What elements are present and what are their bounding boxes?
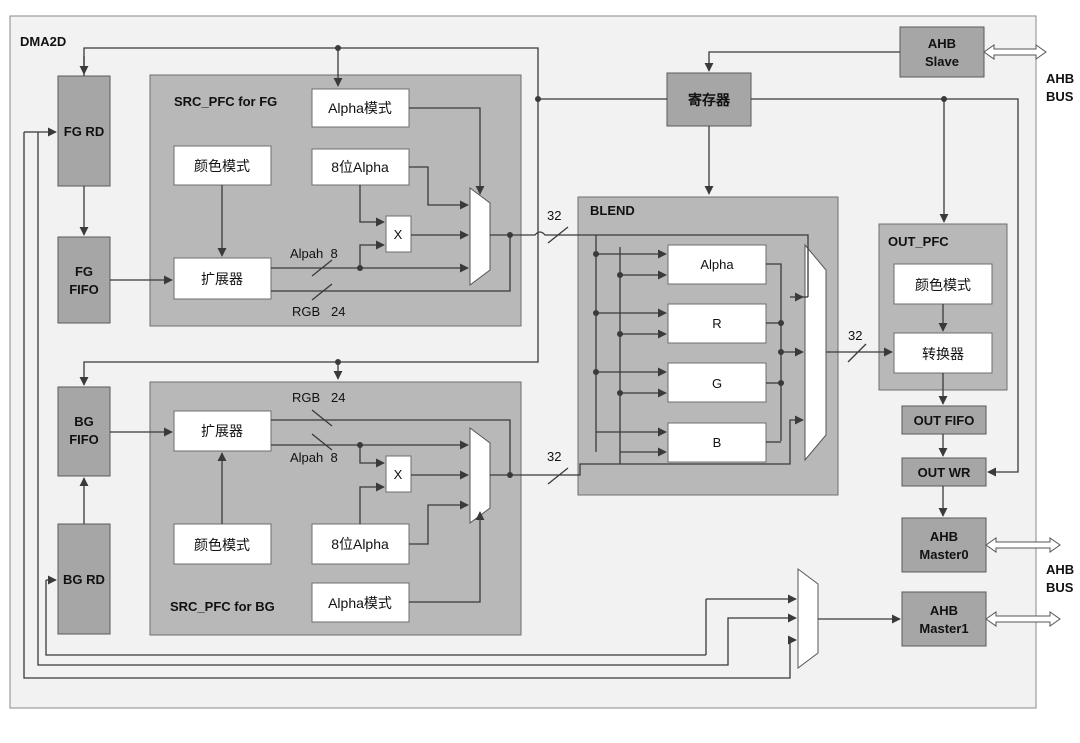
- ahb-slave-label-1: AHB: [928, 36, 956, 51]
- bg-fifo-label-2: FIFO: [69, 432, 99, 447]
- ahb-master0-label-1: AHB: [930, 529, 958, 544]
- bg-8bit-alpha-label: 8位Alpha: [331, 536, 389, 552]
- fg-color-mode-label: 颜色模式: [194, 158, 250, 174]
- fg-mux: [469, 187, 491, 286]
- bg-rgb-width-label: RGB 24: [292, 390, 345, 405]
- top-bus-label-1: AHB: [1046, 71, 1074, 86]
- bus-arrows: [983, 44, 1061, 627]
- bg-alpha-mode-box: [311, 582, 410, 623]
- blend-r-label: R: [712, 316, 721, 331]
- bottom-bus-label-2: BUS: [1046, 580, 1074, 595]
- src-pfc-bg-label: SRC_PFC for BG: [170, 599, 275, 614]
- fg-8bit-alpha-box: [311, 148, 410, 186]
- fg-multiplier-label: X: [394, 227, 403, 242]
- fg-multiplier-box: [385, 215, 412, 253]
- register-label: 寄存器: [688, 92, 731, 108]
- fg-fifo-block: [57, 236, 111, 324]
- out-fifo-label: OUT FIFO: [914, 413, 975, 428]
- bottom-bus-label-1: AHB: [1046, 562, 1074, 577]
- bg-fifo-block: [57, 386, 111, 477]
- fg-8bit-alpha-label: 8位Alpha: [331, 159, 389, 175]
- blend-b-label: B: [713, 435, 722, 450]
- blend-to-out-width-label: 32: [848, 328, 862, 343]
- bg-color-mode-box: [173, 523, 272, 565]
- out-color-mode-label: 颜色模式: [915, 277, 971, 293]
- fg-alpha-mode-label: Alpha模式: [328, 100, 392, 116]
- ahb-master1-label-2: Master1: [919, 621, 968, 636]
- ahb-master1-block: [901, 591, 987, 647]
- ahb-master0-block: [901, 517, 987, 573]
- top-bus-label-2: BUS: [1046, 89, 1074, 104]
- master0-bus-arrow: [985, 537, 1061, 553]
- out-converter-box: [893, 332, 993, 374]
- fg-fifo-label-2: FIFO: [69, 282, 99, 297]
- bg-color-mode-label: 颜色模式: [194, 537, 250, 553]
- bg-expander-label: 扩展器: [201, 423, 243, 439]
- ahb-slave-label-2: Slave: [925, 54, 959, 69]
- out-converter-label: 转换器: [922, 346, 964, 362]
- blend-label: BLEND: [590, 203, 635, 218]
- ahb-master1-label-1: AHB: [930, 603, 958, 618]
- out-fifo-block: [901, 405, 987, 435]
- bg-multiplier-label: X: [394, 467, 403, 482]
- master-mux: [797, 568, 819, 669]
- bg-to-blend-width-label: 32: [547, 449, 561, 464]
- bg-rd-label: BG RD: [63, 572, 105, 587]
- bg-mux: [469, 427, 491, 524]
- bg-alpha-mode-label: Alpha模式: [328, 595, 392, 611]
- out-wr-block: [901, 457, 987, 487]
- fg-rd-label: FG RD: [64, 124, 104, 139]
- fg-rgb-width-label: RGB 24: [292, 304, 345, 319]
- junction-dots: [335, 45, 947, 478]
- bg-fifo-label-1: BG: [74, 414, 94, 429]
- fg-alpha-width-label: Alpah 8: [290, 246, 338, 261]
- slave-bus-arrow: [983, 44, 1047, 60]
- bg-alpha-width-label: Alpah 8: [290, 450, 338, 465]
- blend-alpha-box: [667, 244, 767, 285]
- blend-mux: [804, 243, 827, 462]
- out-color-mode-box: [893, 263, 993, 305]
- out-pfc-label: OUT_PFC: [888, 234, 949, 249]
- bg-rd-block: [57, 523, 111, 635]
- fg-expander-box: [173, 257, 272, 300]
- fg-expander-label: 扩展器: [201, 271, 243, 287]
- bg-multiplier-box: [385, 455, 412, 493]
- ahb-slave-block: [899, 26, 985, 78]
- out-wr-label: OUT WR: [918, 465, 971, 480]
- blend-g-label: G: [712, 376, 722, 391]
- blend-b-box: [667, 422, 767, 463]
- bg-expander-box: [173, 410, 272, 452]
- fg-to-blend-width-label: 32: [547, 208, 561, 223]
- src-pfc-fg-label: SRC_PFC for FG: [174, 94, 277, 109]
- fg-fifo-label-1: FG: [75, 264, 93, 279]
- ahb-master0-label-2: Master0: [919, 547, 968, 562]
- dma2d-title: DMA2D: [20, 34, 66, 49]
- bg-8bit-alpha-box: [311, 523, 410, 565]
- fg-rd-block: [57, 75, 111, 187]
- wires: [23, 47, 1019, 679]
- fg-alpha-mode-box: [311, 88, 410, 128]
- master1-bus-arrow: [985, 611, 1061, 627]
- blend-r-box: [667, 303, 767, 344]
- blend-alpha-label: Alpha: [700, 257, 734, 272]
